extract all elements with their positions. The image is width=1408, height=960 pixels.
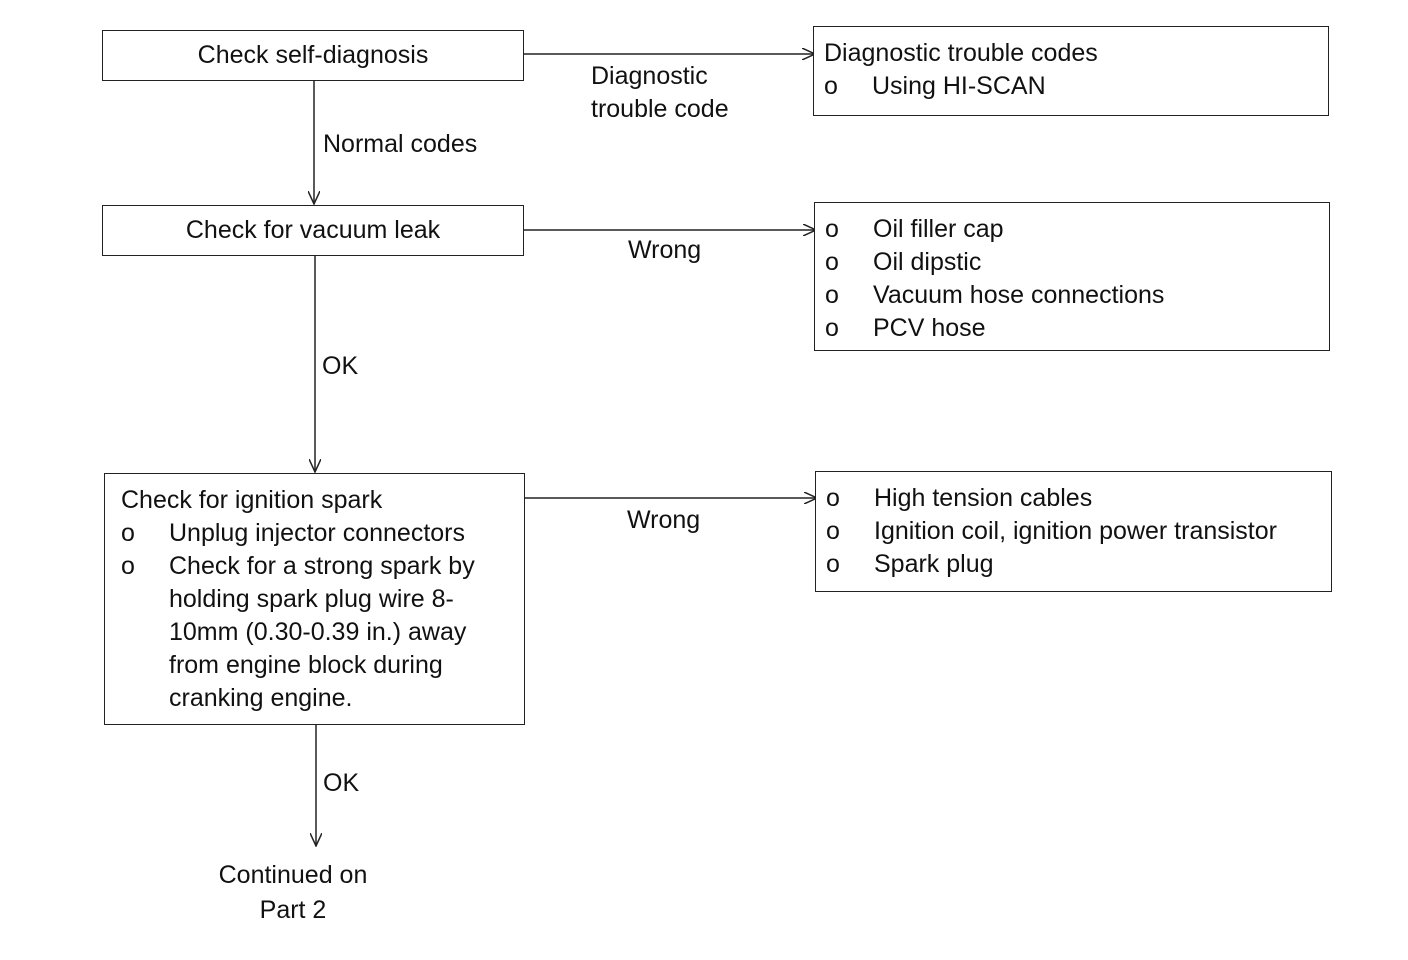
list-item: o High tension cables bbox=[826, 482, 1277, 515]
step-check-ignition-spark: Check for ignition spark o Unplug inject… bbox=[104, 473, 525, 725]
list-item: o Ignition coil, ignition power transist… bbox=[826, 515, 1277, 548]
result-ignition-checks: o High tension cables o Ignition coil, i… bbox=[815, 471, 1332, 592]
label-wrong-ignition: Wrong bbox=[627, 506, 701, 534]
bullet: o bbox=[121, 519, 135, 547]
label-ok-ignition: OK bbox=[323, 769, 360, 797]
list-item: o Unplug injector connectors bbox=[121, 517, 475, 550]
list-item: o Oil dipstic bbox=[825, 246, 1164, 279]
bullet: o bbox=[824, 72, 838, 100]
step-label: Check for vacuum leak bbox=[185, 216, 441, 244]
result-title: Diagnostic trouble codes bbox=[824, 39, 1098, 67]
step-title: Check for ignition spark bbox=[121, 486, 383, 514]
result-diagnostic-trouble-codes: Diagnostic trouble codes o Using HI-SCAN bbox=[813, 26, 1329, 116]
list-item: o Spark plug bbox=[826, 548, 1277, 581]
bullet: o bbox=[825, 215, 839, 243]
label-ok-vacuum: OK bbox=[322, 352, 359, 380]
result-vacuum-leak-checks: o Oil filler cap o Oil dipstic o Vacuum … bbox=[814, 202, 1330, 351]
bullet: o bbox=[826, 484, 840, 512]
bullet: o bbox=[825, 314, 839, 342]
label-wrong-vacuum: Wrong bbox=[628, 236, 702, 264]
label-normal-codes: Normal codes bbox=[323, 130, 478, 158]
bullet: o bbox=[121, 552, 135, 580]
label-diagnostic-trouble-code: Diagnostic trouble code bbox=[591, 62, 729, 123]
step-check-vacuum-leak: Check for vacuum leak bbox=[102, 205, 524, 256]
list-item: o PCV hose bbox=[825, 312, 1164, 345]
bullet: o bbox=[825, 281, 839, 309]
bullet: o bbox=[826, 517, 840, 545]
continued-on-part-2: Continued on Part 2 bbox=[218, 861, 368, 924]
step-check-self-diagnosis: Check self-diagnosis bbox=[102, 30, 524, 81]
bullet: o bbox=[826, 550, 840, 578]
list-item: o Vacuum hose connections bbox=[825, 279, 1164, 312]
list-item: o Using HI-SCAN bbox=[824, 70, 1098, 103]
list-item: o Oil filler cap bbox=[825, 213, 1164, 246]
step-label: Check self-diagnosis bbox=[197, 41, 429, 69]
list-item: o Check for a strong spark by holding sp… bbox=[121, 550, 475, 715]
bullet: o bbox=[825, 248, 839, 276]
